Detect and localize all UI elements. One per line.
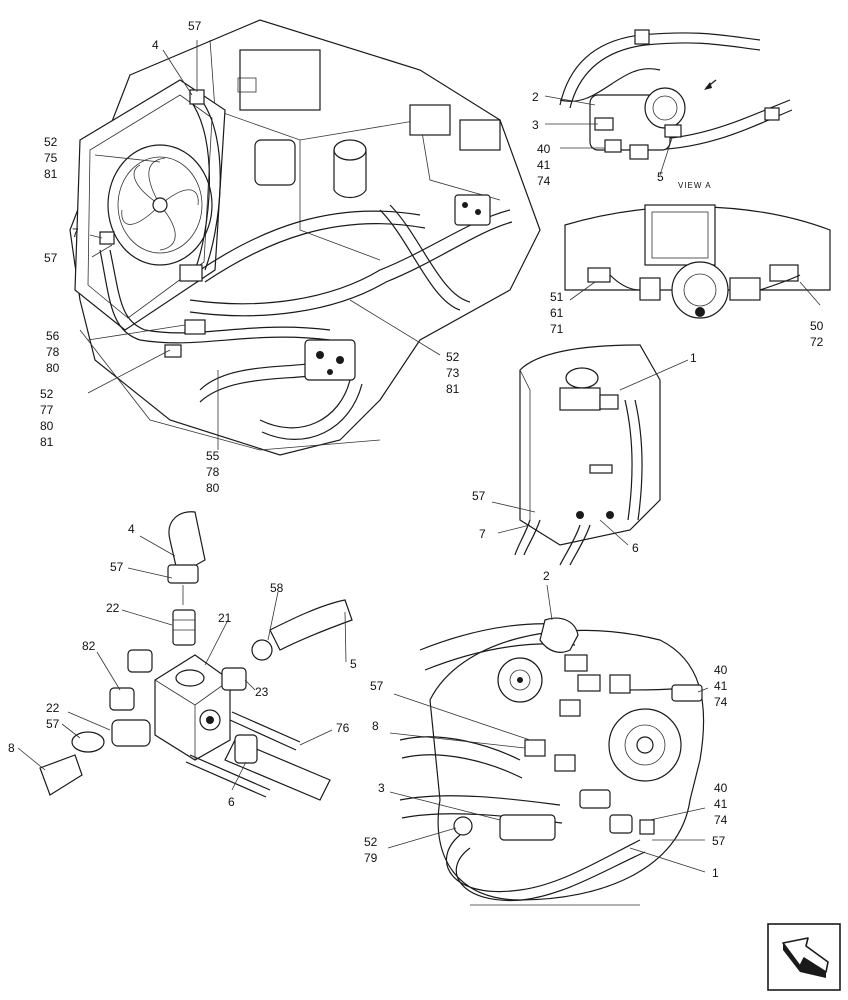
callout: 81 [40, 435, 54, 449]
callout: 74 [537, 174, 551, 188]
callout: 73 [446, 366, 460, 380]
callout: 5 [657, 170, 664, 184]
callout: 2 [543, 569, 550, 583]
callout: 52 [364, 835, 378, 849]
callout: 61 [550, 306, 564, 320]
callout: 52 [44, 135, 58, 149]
callout: 41 [714, 797, 728, 811]
pump-closeup-drawing [399, 617, 705, 906]
callout: 57 [46, 717, 60, 731]
callout: 80 [46, 361, 60, 375]
callout: 50 [810, 319, 824, 333]
callout: 8 [8, 741, 15, 755]
callout-labels: 4 57 52 75 81 7 57 56 78 80 52 77 80 81 … [8, 19, 824, 880]
callout: 6 [632, 541, 639, 555]
callout: 81 [446, 382, 460, 396]
callout: 1 [690, 351, 697, 365]
callout: 58 [270, 581, 284, 595]
leader-lines-main [87, 40, 441, 450]
callout: 41 [537, 158, 551, 172]
callout: 4 [128, 522, 135, 536]
callout: 57 [44, 251, 58, 265]
leader-lines-view-a [544, 95, 673, 176]
callout: 52 [446, 350, 460, 364]
callout: 57 [472, 489, 486, 503]
callout: 41 [714, 679, 728, 693]
callout: 57 [370, 679, 384, 693]
callout: 57 [712, 834, 726, 848]
view-a-label: VIEW A [678, 181, 712, 190]
callout: 2 [532, 90, 539, 104]
callout: 80 [206, 481, 220, 495]
tank-drawing [514, 344, 661, 566]
next-page-arrow-icon[interactable] [767, 923, 841, 991]
callout: 40 [537, 142, 551, 156]
leader-lines-panel [569, 281, 821, 306]
pump-panel-drawing [564, 204, 831, 319]
callout: 78 [206, 465, 220, 479]
view-a-pump-drawing: VIEW A [559, 29, 793, 190]
callout: 81 [44, 167, 58, 181]
callout: 23 [255, 685, 269, 699]
leader-lines-exploded [17, 535, 347, 791]
callout: 71 [550, 322, 564, 336]
callout: 3 [532, 118, 539, 132]
callout: 77 [40, 403, 54, 417]
callout: 76 [336, 721, 350, 735]
callout: 57 [188, 19, 202, 33]
leader-lines-tank [491, 359, 689, 546]
callout: 78 [46, 345, 60, 359]
callout: 51 [550, 290, 564, 304]
callout: 57 [110, 560, 124, 574]
exploded-fitting-drawing [39, 511, 353, 801]
callout: 22 [46, 701, 60, 715]
callout: 72 [810, 335, 824, 349]
leader-lines-closeup [387, 584, 709, 873]
callout: 7 [479, 527, 486, 541]
callout: 6 [228, 795, 235, 809]
callout: 55 [206, 449, 220, 463]
callout: 21 [218, 611, 232, 625]
callout: 40 [714, 663, 728, 677]
callout: 8 [372, 719, 379, 733]
callout: 79 [364, 851, 378, 865]
callout: 40 [714, 781, 728, 795]
callout: 4 [152, 38, 159, 52]
main-assembly-drawing [69, 19, 541, 456]
callout: 5 [350, 657, 357, 671]
callout: 75 [44, 151, 58, 165]
callout: 82 [82, 639, 96, 653]
callout: 1 [712, 866, 719, 880]
callout: 7 [72, 226, 79, 240]
callout: 3 [378, 781, 385, 795]
callout: 56 [46, 329, 60, 343]
callout: 80 [40, 419, 54, 433]
callout: 74 [714, 813, 728, 827]
callout: 74 [714, 695, 728, 709]
callout: 52 [40, 387, 54, 401]
callout: 22 [106, 601, 120, 615]
